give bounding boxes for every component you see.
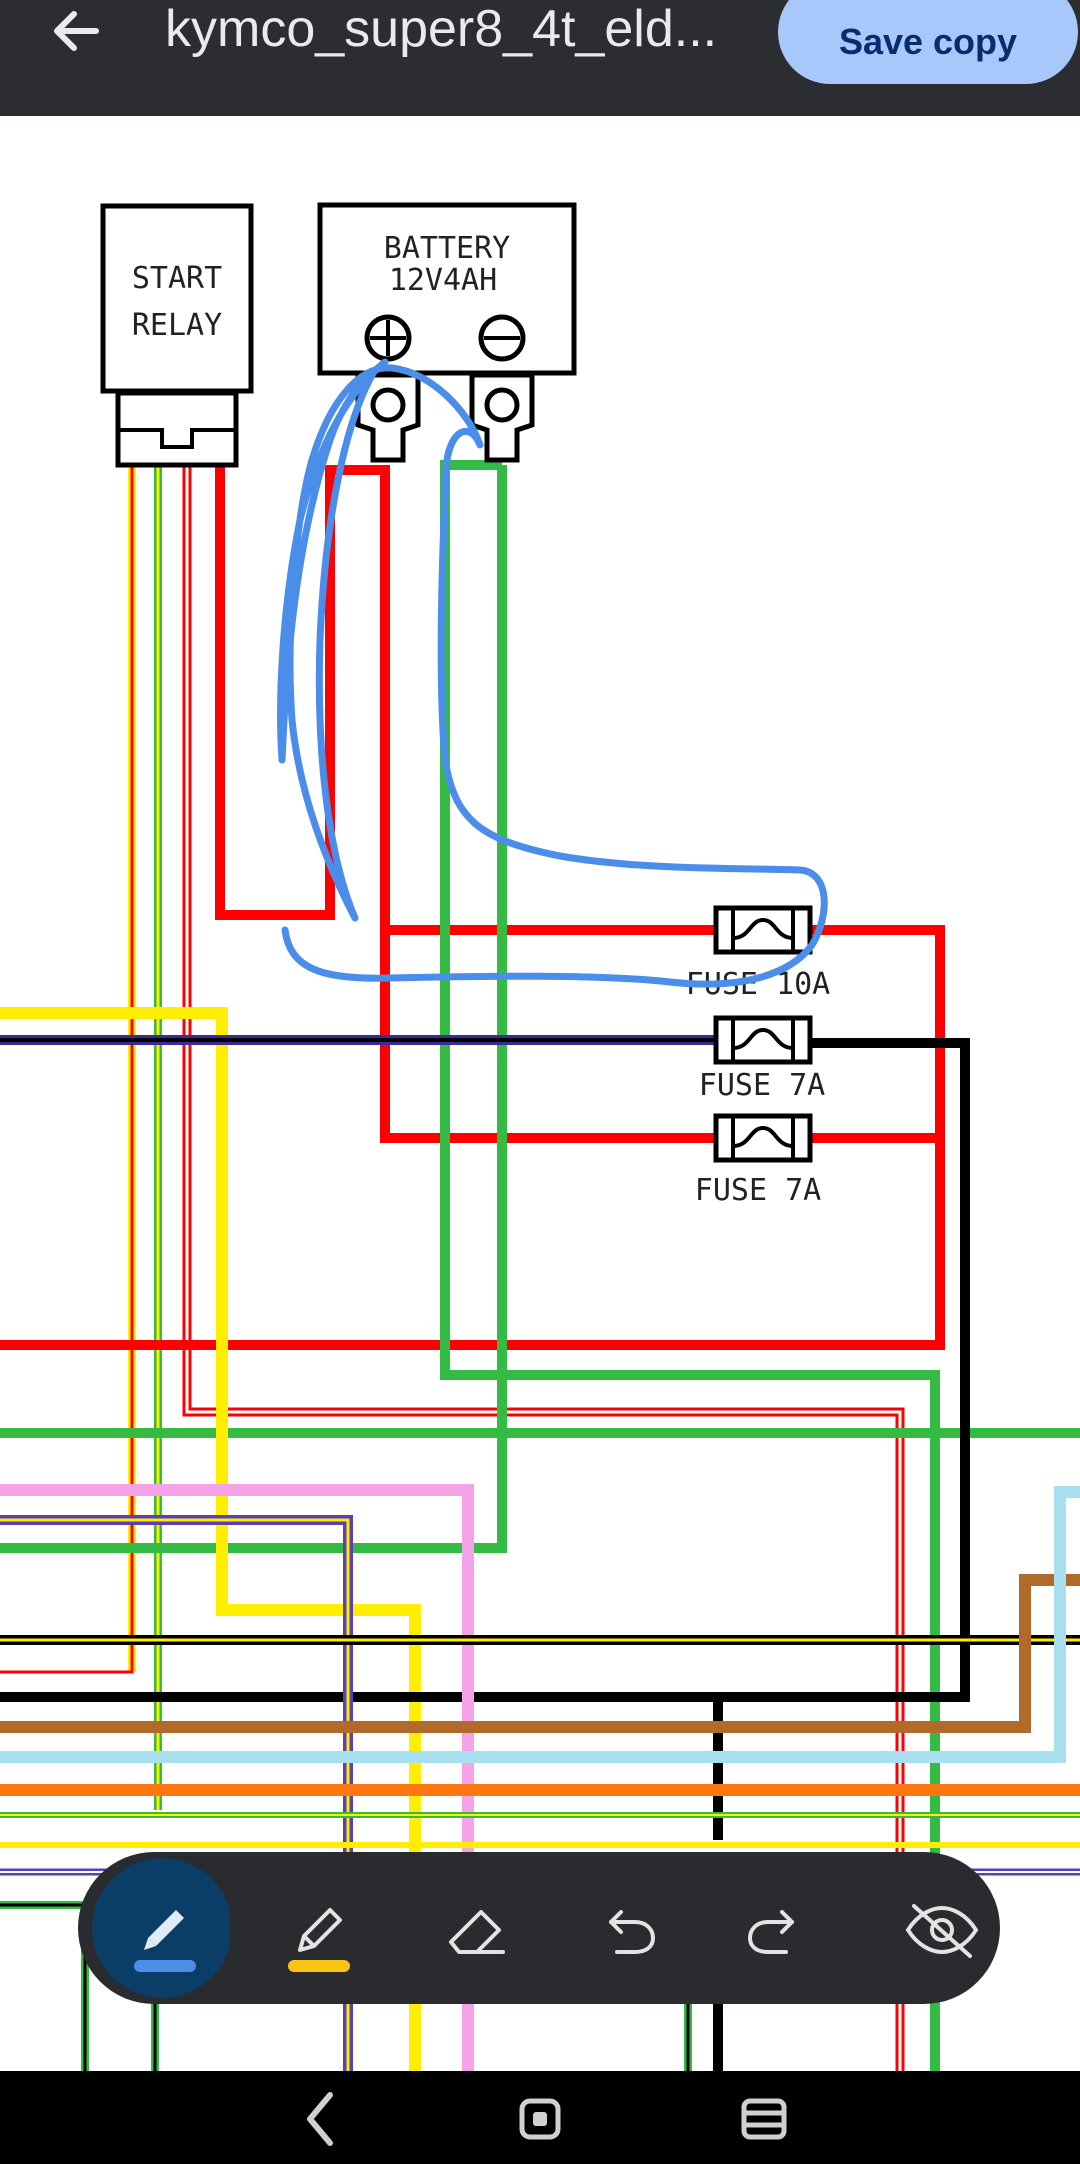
start-relay-label-line1: START xyxy=(132,261,222,296)
annotation-toolbar xyxy=(78,1852,1000,2004)
back-arrow-icon[interactable] xyxy=(46,2,110,60)
fuse-7a-1: FUSE 7A xyxy=(699,1015,825,1103)
svg-text:12V4AH: 12V4AH xyxy=(389,263,497,298)
document-canvas[interactable]: START RELAY BATTERY 12V4AH FUSE 10A xyxy=(0,116,1080,2071)
nav-recents-icon[interactable] xyxy=(724,2079,804,2159)
pen-tool-button[interactable] xyxy=(90,1852,230,2004)
hide-annotations-button[interactable] xyxy=(862,1852,1002,2004)
nav-home-icon[interactable] xyxy=(500,2079,580,2159)
start-relay: START RELAY xyxy=(100,203,254,468)
pen-annotation-stroke xyxy=(277,358,828,988)
undo-button[interactable] xyxy=(555,1852,695,2004)
start-relay-label-line2: RELAY xyxy=(132,308,222,343)
svg-text:FUSE 7A: FUSE 7A xyxy=(695,1173,821,1208)
save-copy-button[interactable]: Save copy xyxy=(778,0,1078,84)
nav-back-icon[interactable] xyxy=(280,2079,360,2159)
top-app-bar: kymco_super8_4t_eld... Save copy xyxy=(0,0,1080,116)
svg-text:FUSE 7A: FUSE 7A xyxy=(699,1068,825,1103)
fuse-7a-2: FUSE 7A xyxy=(695,1113,821,1208)
document-title: kymco_super8_4t_eld... xyxy=(165,0,718,58)
redo-button[interactable] xyxy=(708,1852,848,2004)
battery: BATTERY 12V4AH xyxy=(317,202,577,463)
eraser-tool-button[interactable] xyxy=(403,1852,543,2004)
wiring-diagram: START RELAY BATTERY 12V4AH FUSE 10A xyxy=(0,202,1080,2071)
system-navigation-bar xyxy=(0,2071,1080,2164)
svg-text:BATTERY: BATTERY xyxy=(384,231,510,266)
highlighter-tool-button[interactable] xyxy=(248,1852,388,2004)
fuse-10a: FUSE 10A xyxy=(686,905,830,1002)
